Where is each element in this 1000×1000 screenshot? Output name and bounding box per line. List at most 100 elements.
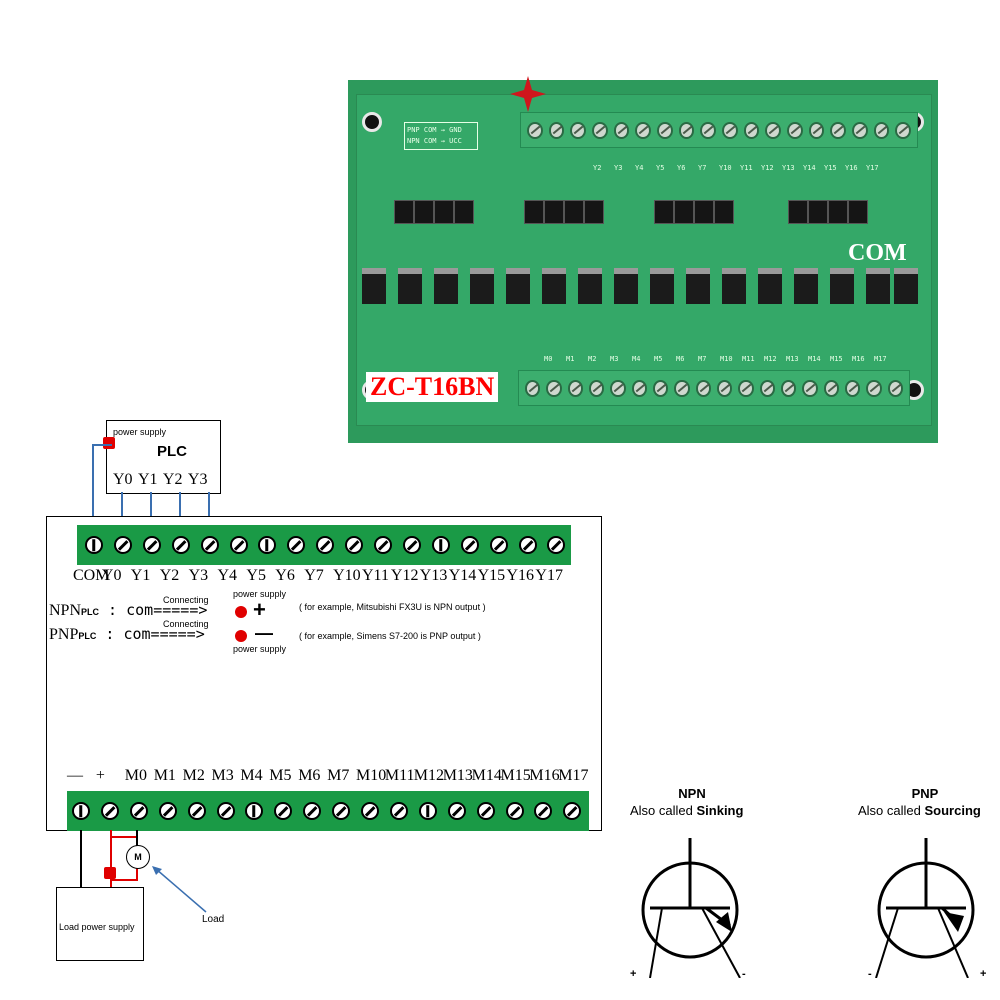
photo-terminal-label: M7 [698, 355, 707, 363]
photo-terminal [743, 121, 760, 139]
terminal-label: M14 [471, 767, 502, 784]
photo-terminal [852, 121, 868, 139]
photo-terminal-label: Y16 [845, 164, 858, 172]
load-pointer-arrow-icon [152, 866, 207, 913]
photo-terminal [716, 379, 733, 397]
terminal-screw [447, 802, 466, 820]
photo-terminal [567, 379, 583, 397]
terminal-screw [361, 802, 379, 820]
photo-terminal [631, 379, 647, 397]
optocoupler-chip [848, 200, 868, 224]
mosfet [722, 268, 746, 304]
mosfet [894, 268, 918, 304]
npn-plc-tag: PLC [81, 607, 100, 617]
bottom-terminal-strip [67, 791, 589, 831]
photo-terminal [887, 379, 903, 397]
pnp-transistor-icon [875, 838, 975, 978]
mount-hole [362, 112, 382, 132]
terminal-label: M13 [442, 767, 473, 784]
terminal-label: Y1 [130, 567, 151, 584]
photo-terminal [588, 379, 605, 397]
wire [208, 492, 210, 528]
wire [121, 492, 123, 528]
pnp-example: ( for example, Simens S7-200 is PNP outp… [299, 631, 481, 641]
terminal-screw [100, 802, 119, 820]
terminal-screw [332, 802, 351, 820]
terminal-screw [200, 536, 219, 554]
mosfet [362, 268, 386, 304]
photo-terminal [657, 121, 673, 139]
photo-terminal-label: M15 [830, 355, 843, 363]
photo-terminal [830, 121, 847, 139]
mosfet [578, 268, 602, 304]
npn-power-supply-label: power supply [233, 589, 287, 599]
terminal-screw [489, 536, 508, 554]
terminal-label: Y11 [362, 567, 389, 584]
photo-terminal [652, 379, 669, 397]
npn-example: ( for example, Mitsubishi FX3U is NPN ou… [299, 602, 486, 612]
pnp-rule: PNPPLC : com=====> [49, 625, 205, 644]
legend-row-pnp: PNP COM → GND [407, 126, 462, 134]
mosfet [434, 268, 458, 304]
terminal-label: Y4 [217, 567, 238, 584]
photo-terminal-label: M10 [720, 355, 733, 363]
optocoupler-chip [434, 200, 454, 224]
plc-power-supply-label: power supply [113, 427, 167, 437]
optocoupler-chip [828, 200, 848, 224]
photo-terminal [873, 121, 890, 139]
plc-outputs: Y0 Y1 Y2 Y3 [113, 471, 208, 488]
photo-terminal-label: Y7 [698, 164, 707, 172]
terminal-screw [72, 802, 90, 820]
terminal-screw [85, 536, 103, 554]
photo-terminal-label: M1 [566, 355, 575, 363]
load-label: Load [202, 914, 225, 925]
photo-terminal [738, 379, 754, 397]
terminal-label: M1 [153, 767, 176, 784]
wire [92, 444, 94, 528]
terminal-label: Y7 [304, 567, 324, 584]
npn-connecting-label: Connecting [163, 595, 209, 605]
photo-terminal [570, 121, 587, 139]
terminal-screw [316, 536, 335, 554]
terminal-label: M2 [182, 767, 205, 784]
terminal-label: Y5 [246, 567, 266, 584]
pnp-power-supply-label: power supply [233, 644, 287, 654]
pnp-connecting-label: Connecting [163, 619, 209, 629]
terminal-screw [547, 536, 566, 554]
optocoupler-chip [694, 200, 714, 224]
com-legend-box: PNP COM → GND NPN COM → UCC [404, 122, 478, 150]
pnp-left-polarity: - [868, 968, 872, 980]
photo-terminal [548, 121, 565, 139]
load-junction-dot [104, 867, 116, 879]
terminal-screw [563, 802, 582, 820]
photo-terminal [546, 379, 562, 397]
terminal-label: COM [73, 567, 110, 584]
npn-right-polarity: - [742, 968, 746, 980]
photo-bottom-terminal-block [518, 370, 910, 406]
pnp-right-polarity: + [980, 968, 987, 980]
photo-terminal-label: M0 [544, 355, 553, 363]
npn-transistor-icon [641, 838, 741, 978]
load-wire [112, 879, 138, 881]
power-supply-dot [103, 437, 115, 449]
terminal-label: M0 [124, 767, 148, 784]
optocoupler-chip [788, 200, 808, 224]
mosfet [614, 268, 638, 304]
terminal-screw [374, 536, 392, 554]
photo-terminal-label: Y15 [824, 164, 837, 172]
terminal-screw [142, 536, 161, 554]
npn-plus-sign: + [253, 597, 266, 622]
optocoupler-chip [564, 200, 584, 224]
mosfet [398, 268, 422, 304]
mosfet [794, 268, 818, 304]
photo-terminal-label: Y13 [782, 164, 795, 172]
optocoupler-chip [454, 200, 474, 224]
terminal-label: + [95, 767, 105, 784]
npn-title: NPN [678, 786, 706, 801]
terminal-label: Y13 [419, 567, 448, 584]
terminal-screw [258, 536, 277, 554]
plc-title: PLC [157, 443, 187, 460]
photo-terminal-label: Y11 [740, 164, 753, 172]
